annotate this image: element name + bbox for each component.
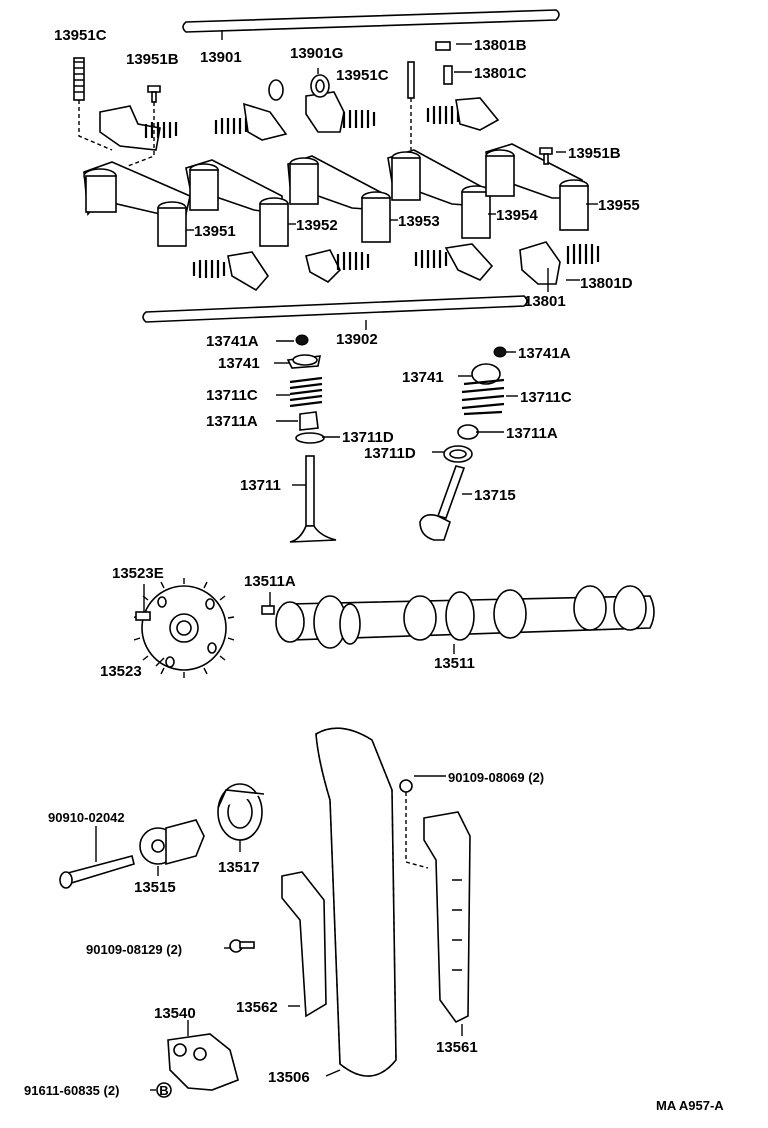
screw-13801C bbox=[443, 65, 453, 85]
chain-guide-13561 bbox=[423, 811, 471, 1024]
label-13540: 13540 bbox=[154, 1005, 196, 1022]
label-13954: 13954 bbox=[496, 207, 538, 224]
bolt-90910-02042 bbox=[59, 855, 135, 889]
label-13901: 13901 bbox=[200, 49, 242, 66]
label-13952: 13952 bbox=[296, 217, 338, 234]
label-13715: 13715 bbox=[474, 487, 516, 504]
marker-b-label: B bbox=[159, 1083, 168, 1098]
rocker-support-13954 bbox=[387, 149, 491, 239]
label-13953: 13953 bbox=[398, 213, 440, 230]
label-90109-08069: 90109-08069 (2) bbox=[448, 770, 544, 785]
label-91611-60835: 91611-60835 (2) bbox=[24, 1083, 119, 1098]
label-13517: 13517 bbox=[218, 859, 260, 876]
pump-drive-sprocket-13515 bbox=[139, 819, 205, 866]
rocker-support-13951 bbox=[83, 161, 191, 247]
label-13901G: 13901G bbox=[290, 45, 343, 62]
label-13801C: 13801C bbox=[474, 65, 527, 82]
rocker-arm-lower-3 bbox=[414, 243, 494, 281]
label-90910-02042: 90910-02042 bbox=[48, 810, 125, 825]
rocker-support-13953 bbox=[287, 155, 391, 243]
rocker-support-13955 bbox=[485, 143, 589, 231]
diagram-code: MA A957-A bbox=[656, 1098, 724, 1113]
label-13951: 13951 bbox=[194, 223, 236, 240]
label-13801: 13801 bbox=[524, 293, 566, 310]
chain-tensioner-13540 bbox=[167, 1033, 239, 1091]
pin-13951C bbox=[407, 61, 415, 150]
label-13506: 13506 bbox=[268, 1069, 310, 1086]
rocker-arm-upper-1 bbox=[99, 105, 178, 151]
bolt-90109-08069 bbox=[399, 779, 429, 869]
valve-set-left bbox=[286, 334, 337, 543]
part-labels: 13951C 13901 13951B 13901G 13951C 13801B… bbox=[24, 27, 724, 1113]
label-13951C-left: 13951C bbox=[54, 27, 107, 44]
label-13711D-right: 13711D bbox=[364, 445, 416, 462]
label-13711: 13711 bbox=[240, 477, 281, 494]
rocker-shaft-13901 bbox=[182, 9, 560, 33]
camshaft-13511 bbox=[261, 585, 655, 649]
rocker-arm-upper-2 bbox=[214, 102, 288, 141]
rocker-arm-upper-4 bbox=[426, 97, 500, 131]
ring-13901G bbox=[268, 74, 330, 101]
timing-chain-13506 bbox=[315, 727, 397, 1077]
label-13523E: 13523E bbox=[112, 565, 164, 582]
damper-13517 bbox=[217, 783, 265, 841]
label-13511A: 13511A bbox=[244, 573, 296, 590]
label-13955: 13955 bbox=[598, 197, 640, 214]
rocker-arm-upper-3 bbox=[305, 91, 376, 133]
cam-sprocket-13523 bbox=[133, 578, 235, 678]
label-13562: 13562 bbox=[236, 999, 278, 1016]
label-13951C-center: 13951C bbox=[336, 67, 389, 84]
pin-13523E bbox=[135, 611, 151, 621]
label-13801D: 13801D bbox=[580, 275, 633, 292]
valve-set-right bbox=[419, 346, 507, 541]
label-13523: 13523 bbox=[100, 663, 142, 680]
rocker-arm-lower-4 bbox=[519, 241, 600, 285]
label-13515: 13515 bbox=[134, 879, 176, 896]
rocker-shaft-13902 bbox=[142, 295, 528, 323]
nut-13801B bbox=[435, 41, 451, 51]
label-13741-left: 13741 bbox=[218, 355, 260, 372]
label-13902: 13902 bbox=[336, 331, 378, 348]
stud-13951C bbox=[73, 57, 113, 151]
rocker-arm-lower-1 bbox=[192, 251, 270, 292]
label-13511: 13511 bbox=[434, 655, 475, 672]
label-13711A-left: 13711A bbox=[206, 413, 258, 430]
label-13951B-right: 13951B bbox=[568, 145, 621, 162]
label-13741A-left: 13741A bbox=[206, 333, 259, 350]
leader-lines bbox=[95, 30, 598, 1091]
label-13711A-right: 13711A bbox=[506, 425, 558, 442]
label-13741-right: 13741 bbox=[402, 369, 444, 386]
chain-slipper-13562 bbox=[281, 871, 327, 1018]
bolt-90109-08129 bbox=[229, 939, 255, 953]
rocker-support-13952 bbox=[185, 159, 289, 247]
bolt-marker-b: B bbox=[156, 1082, 172, 1098]
label-13561: 13561 bbox=[436, 1039, 478, 1056]
label-13741A-right: 13741A bbox=[518, 345, 571, 362]
label-13711D-left: 13711D bbox=[342, 429, 394, 446]
bolt-13951B bbox=[127, 85, 161, 167]
rocker-arm-lower-2 bbox=[305, 249, 370, 283]
label-13801B: 13801B bbox=[474, 37, 527, 54]
label-90109-08129: 90109-08129 (2) bbox=[86, 942, 182, 957]
label-13711C-right: 13711C bbox=[520, 389, 572, 406]
label-13951B-left: 13951B bbox=[126, 51, 179, 68]
label-13711C-left: 13711C bbox=[206, 387, 258, 404]
bolt-13951B-right bbox=[539, 147, 553, 165]
